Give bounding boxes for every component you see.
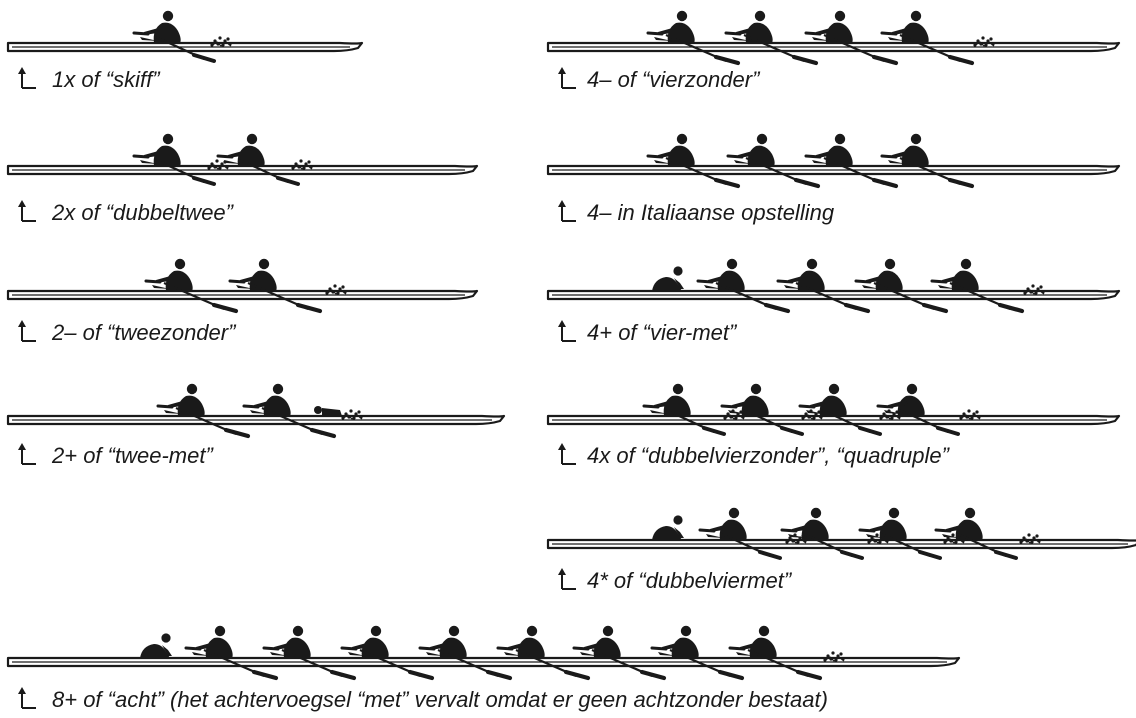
coxswain-icon [652, 515, 684, 540]
label-acht: 8+ of “acht” (het achtervoegsel “met” ve… [52, 687, 828, 712]
splash-icon [959, 409, 981, 420]
rower-icon [572, 625, 667, 681]
splash-icon [1019, 533, 1041, 544]
boat-quadruple [546, 383, 1121, 465]
rower-icon [880, 133, 975, 189]
rower-icon [642, 383, 726, 436]
label-twee-met: 2+ of “twee-met” [52, 443, 213, 468]
hull-outline [6, 164, 479, 176]
boat-skiff [6, 10, 364, 89]
boat-dubbelviermet [546, 507, 1136, 590]
bow-marker-icon [18, 320, 36, 342]
boat-tweezonder [6, 258, 479, 342]
splash-icon [291, 159, 313, 170]
splash-icon [823, 651, 845, 662]
rower-icon [776, 258, 871, 314]
rower-icon [340, 625, 435, 681]
rower-icon [646, 133, 741, 189]
splash-icon [723, 409, 745, 420]
rower-icon [876, 383, 960, 436]
splash-icon [801, 409, 823, 420]
label-dubbelviermet: 4* of “dubbelviermet” [587, 568, 792, 593]
rower-icon [930, 258, 1025, 314]
hull-outline [546, 289, 1121, 301]
splash-icon [879, 409, 901, 420]
label-tweezonder: 2– of “tweezonder” [52, 320, 236, 345]
hull-outline [6, 414, 506, 426]
rower-icon [184, 625, 279, 681]
splash-icon [341, 409, 363, 420]
rower-icon [228, 258, 323, 314]
rower-icon [858, 507, 942, 560]
boat-italiaans [546, 133, 1121, 222]
rower-icon [720, 383, 804, 436]
rower-icon [804, 10, 899, 66]
boat-twee-met [6, 383, 506, 465]
rower-icon [650, 625, 745, 681]
rower-icon [156, 383, 251, 439]
rower-icon [646, 10, 741, 66]
rower-icon [726, 133, 821, 189]
rower-icon [496, 625, 591, 681]
rower-icon [798, 383, 882, 436]
splash-icon [210, 36, 232, 47]
boat-vier-met [546, 258, 1121, 342]
bow-marker-icon [558, 568, 576, 590]
bow-marker-icon [558, 67, 576, 89]
rower-icon [696, 258, 791, 314]
rower-icon [132, 133, 216, 186]
hull-outline [6, 41, 364, 53]
rower-icon [262, 625, 357, 681]
bow-marker-icon [558, 320, 576, 342]
label-vier-met: 4+ of “vier-met” [587, 320, 737, 345]
bow-marker-icon [558, 200, 576, 222]
hull-outline [546, 538, 1136, 550]
hull-outline [546, 41, 1121, 53]
rower-icon [698, 507, 782, 560]
coxswain-icon [314, 406, 342, 416]
rower-icon [780, 507, 864, 560]
bow-marker-icon [18, 200, 36, 222]
splash-icon [325, 284, 347, 295]
label-quadruple: 4x of “dubbelvierzonder”, “quadruple” [587, 443, 949, 468]
hull-outline [546, 414, 1121, 426]
rower-icon [216, 133, 300, 186]
label-vierzonder: 4– of “vierzonder” [587, 67, 760, 92]
rower-icon [144, 258, 239, 314]
rower-icon [242, 383, 337, 439]
rower-icon [724, 10, 819, 66]
label-skiff: 1x of “skiff” [52, 67, 160, 92]
bow-marker-icon [558, 443, 576, 465]
splash-icon [207, 159, 229, 170]
boat-dubbeltwee [6, 133, 479, 222]
splash-icon [973, 36, 995, 47]
coxswain-icon [652, 266, 684, 291]
rower-icon [804, 133, 899, 189]
hull-outline [546, 164, 1121, 176]
rower-icon [880, 10, 975, 66]
bow-marker-icon [18, 443, 36, 465]
coxswain-icon [140, 633, 172, 658]
label-italiaans: 4– in Italiaanse opstelling [587, 200, 835, 225]
label-dubbeltwee: 2x of “dubbeltwee” [52, 200, 233, 225]
bow-marker-icon [18, 687, 36, 709]
boat-vierzonder [546, 10, 1121, 89]
hull-outline [6, 289, 479, 301]
rower-icon [418, 625, 513, 681]
bow-marker-icon [18, 67, 36, 89]
rower-icon [728, 625, 823, 681]
rower-icon [132, 10, 216, 63]
boat-acht [6, 625, 961, 709]
splash-icon [1023, 284, 1045, 295]
rower-icon [854, 258, 949, 314]
hull-outline [6, 656, 961, 668]
rower-icon [934, 507, 1018, 560]
